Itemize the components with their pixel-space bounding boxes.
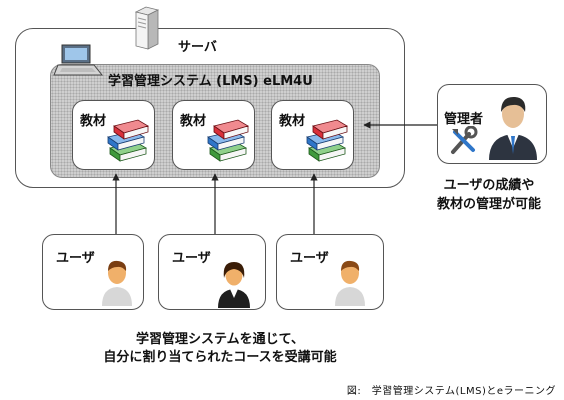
material-label: 教材 xyxy=(80,114,107,129)
admin-caption-line2: 教材の管理が可能 xyxy=(436,197,541,212)
user-person-icon xyxy=(218,262,250,308)
figure-caption: 図: 学習管理システム(LMS)とeラーニング xyxy=(346,386,556,397)
admin-label: 管理者 xyxy=(444,112,484,127)
user-card xyxy=(276,234,384,310)
users-caption-line1: 学習管理システムを通じて、 xyxy=(136,332,304,347)
users-caption-line2: 自分に割り当てられたコースを受講可能 xyxy=(103,350,337,365)
laptop-icon xyxy=(53,44,104,76)
tools-icon xyxy=(451,126,478,154)
user-label: ユーザ xyxy=(290,251,329,266)
material-label: 教材 xyxy=(279,114,306,129)
user-card xyxy=(158,234,266,310)
user-person-icon xyxy=(335,260,365,306)
lms-title: 学習管理システム (LMS) eLM4U xyxy=(108,74,313,89)
server-label: サーバ xyxy=(178,40,217,55)
server-tower-icon xyxy=(134,6,160,50)
user-label: ユーザ xyxy=(172,251,211,266)
admin-person-icon xyxy=(489,96,537,160)
user-person-icon xyxy=(102,260,132,306)
material-label: 教材 xyxy=(180,114,207,129)
admin-caption-line1: ユーザの成績や xyxy=(443,178,535,193)
user-label: ユーザ xyxy=(56,251,95,266)
